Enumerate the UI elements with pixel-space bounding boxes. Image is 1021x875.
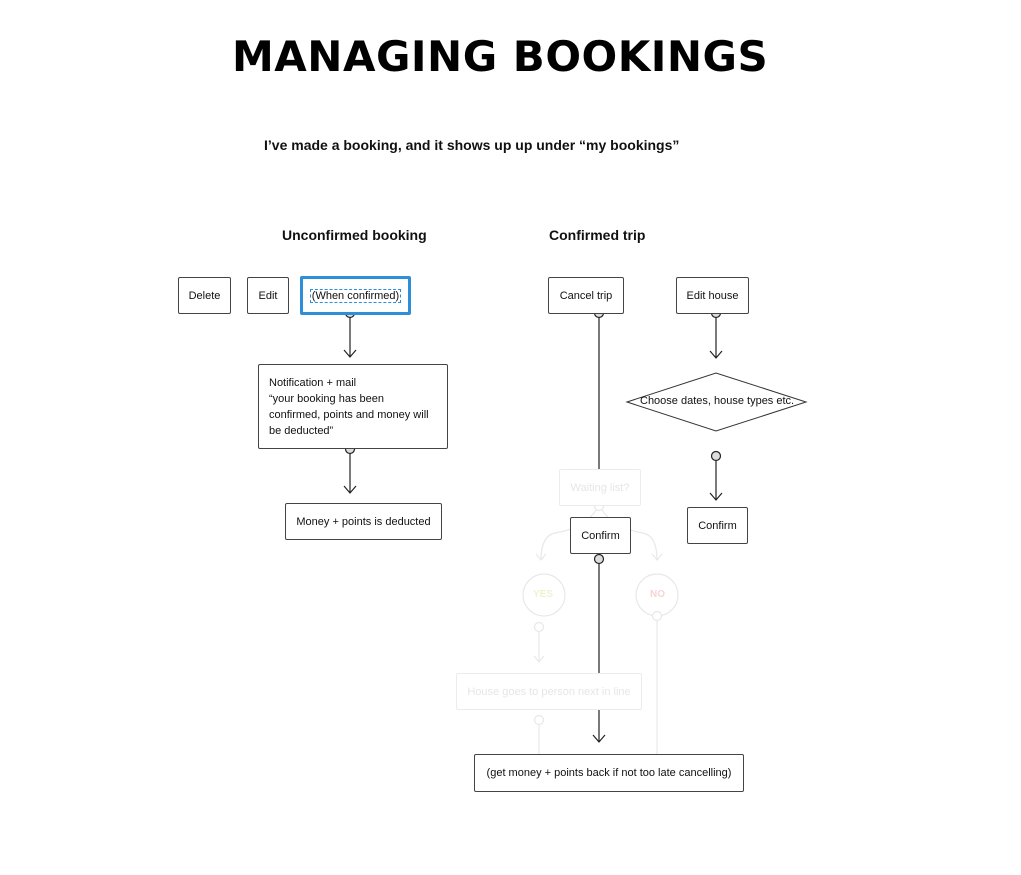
confirmed-column-heading: Confirmed trip — [549, 227, 646, 243]
unconfirmed-column-heading: Unconfirmed booking — [282, 227, 427, 243]
arrowhead — [343, 485, 357, 494]
cancel-trip-label: Cancel trip — [559, 289, 613, 302]
faded-connector-dot — [651, 610, 663, 622]
edit-label: Edit — [258, 289, 278, 302]
confirm-house-button[interactable]: Confirm — [687, 507, 748, 544]
active-connectors — [343, 307, 723, 743]
no-label: NO — [650, 589, 665, 600]
confirm-cancel-button[interactable]: Confirm — [570, 517, 631, 554]
arrowhead — [592, 734, 606, 743]
confirm-cancel-label: Confirm — [581, 529, 620, 542]
choose-dates-label: Choose dates, house types etc. — [640, 395, 795, 407]
edit-house-button[interactable]: Edit house — [676, 277, 749, 314]
next-in-line-label: House goes to person next in line — [467, 685, 631, 698]
faded-arrowhead — [533, 655, 545, 663]
faded-arrowhead — [535, 553, 547, 561]
faded-connector-dot — [533, 621, 545, 633]
notification-title: Notification + mail — [269, 377, 357, 389]
edit-button[interactable]: Edit — [247, 277, 289, 314]
yes-label: YES — [533, 589, 554, 600]
refund-label: (get money + points back if not too late… — [486, 767, 732, 779]
edit-house-label: Edit house — [686, 289, 739, 302]
delete-button[interactable]: Delete — [178, 277, 231, 314]
refund-box: (get money + points back if not too late… — [474, 754, 744, 792]
next-in-line-box: House goes to person next in line — [456, 673, 642, 710]
faded-arrowhead — [651, 553, 663, 561]
deducted-label: Money + points is deducted — [296, 515, 431, 528]
waiting-list-box: Waiting list? — [559, 469, 641, 506]
faded-yes-circle — [522, 573, 566, 617]
arrowhead — [343, 349, 357, 358]
choose-dates-diamond — [625, 372, 808, 432]
page-title: MANAGING BOOKINGS — [232, 32, 769, 81]
waiting-list-label: Waiting list? — [570, 481, 630, 494]
connector-dot — [710, 450, 722, 462]
notification-message: “your booking has been confirmed, points… — [269, 393, 429, 437]
delete-label: Delete — [188, 289, 221, 302]
connector-dot — [593, 553, 605, 565]
notification-box: Notification + mail “your booking has be… — [258, 364, 448, 449]
deducted-box: Money + points is deducted — [285, 503, 442, 540]
arrowhead — [709, 492, 723, 501]
faded-connector-dot — [533, 714, 545, 726]
arrowhead — [709, 350, 723, 359]
cancel-trip-button[interactable]: Cancel trip — [548, 277, 624, 314]
confirm-house-label: Confirm — [698, 519, 737, 532]
when-confirmed-box[interactable]: (When confirmed) — [300, 276, 411, 315]
page-subtitle: I’ve made a booking, and it shows up up … — [264, 137, 680, 153]
when-confirmed-label[interactable]: (When confirmed) — [309, 288, 402, 303]
